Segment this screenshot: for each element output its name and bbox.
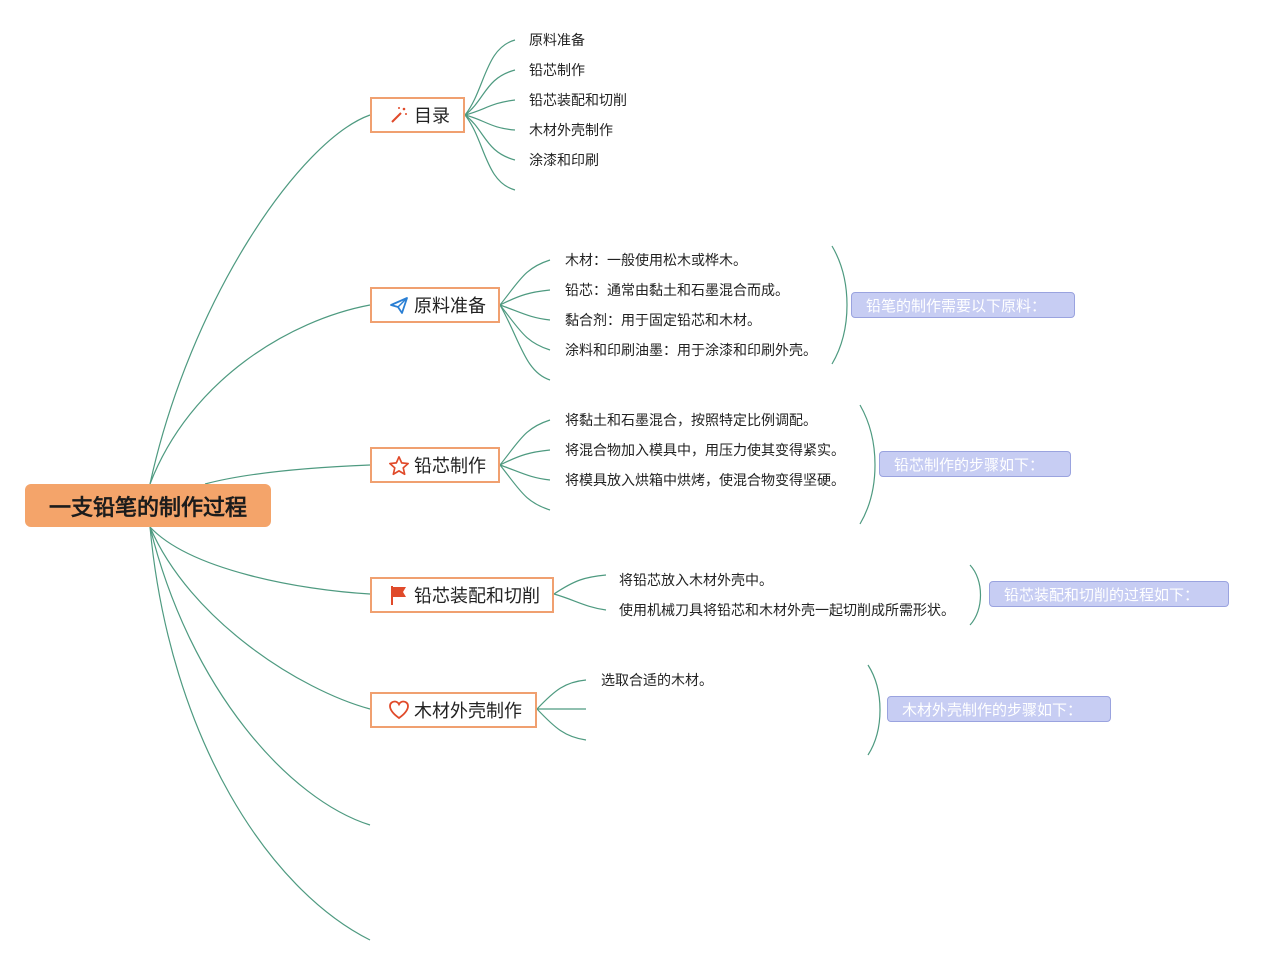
edge-mat-1 [499,259,551,306]
materials-summary[interactable]: 铅笔的制作需要以下原料： [851,292,1075,318]
assembly-item-1[interactable]: 将铅芯放入木材外壳中。 [619,573,773,589]
edge-mat-4 [499,304,551,351]
edge-root-toc [149,114,371,485]
edge-root-assembly [149,526,371,595]
toc-item-4[interactable]: 木材外壳制作 [529,123,613,139]
toc-item-3[interactable]: 铅芯装配和切削 [529,93,627,109]
edge-toc-4 [464,114,516,131]
brace-assembly [969,564,981,626]
assembly-item-2[interactable]: 使用机械刀具将铅芯和木材外壳一起切削成所需形状。 [619,603,955,619]
branch-core[interactable]: 铅芯制作 [370,447,500,483]
edge-root-materials [149,304,371,485]
casing-summary[interactable]: 木材外壳制作的步骤如下： [887,696,1111,722]
core-item-3[interactable]: 将模具放入烘箱中烘烤，使混合物变得坚硬。 [565,473,845,489]
toc-item-2[interactable]: 铅芯制作 [529,63,585,79]
edge-root-casing [149,526,371,710]
root-topic[interactable]: 一支铅笔的制作过程 [25,484,271,527]
branch-toc[interactable]: 目录 [370,97,465,133]
root-title: 一支铅笔的制作过程 [48,495,247,521]
branch-casing-title: 木材外壳制作 [414,701,522,722]
branch-materials-title: 原料准备 [414,296,486,317]
edge-asm-1 [553,574,607,595]
branch-casing[interactable]: 木材外壳制作 [370,692,537,728]
branch-assembly[interactable]: 铅芯装配和切削 [370,577,554,613]
edge-toc-2 [464,69,516,116]
edge-root-painting [149,526,371,826]
edge-core-4 [499,464,551,511]
branch-core-title: 铅芯制作 [414,456,486,477]
core-summary[interactable]: 铅芯制作的步骤如下： [879,451,1071,477]
star-icon [388,454,410,476]
edge-mat-2 [499,289,551,306]
paper-plane-icon [388,294,410,316]
toc-item-1[interactable]: 原料准备 [529,33,585,49]
core-item-2[interactable]: 将混合物加入模具中，用压力使其变得紧实。 [565,443,845,459]
edge-cas-1 [536,679,587,710]
edge-core-2 [499,449,551,466]
brace-casing [867,664,881,756]
edge-toc-5 [464,114,516,161]
brace-core [859,404,876,525]
edge-core-3 [499,464,551,481]
materials-item-2[interactable]: 铅芯：通常由黏土和石墨混合而成。 [565,283,789,299]
edge-mat-3 [499,304,551,321]
edge-asm-2 [553,593,607,611]
branch-assembly-title: 铅芯装配和切削 [414,586,540,607]
toc-item-5[interactable]: 涂漆和印刷 [529,153,599,169]
assembly-summary[interactable]: 铅芯装配和切削的过程如下： [989,581,1229,607]
materials-item-4[interactable]: 涂料和印刷油墨：用于涂漆和印刷外壳。 [565,343,817,359]
edge-cas-3 [536,708,587,741]
casing-item-1[interactable]: 选取合适的木材。 [601,673,713,689]
flag-icon [388,584,410,606]
edge-root-extra [149,526,371,941]
edge-toc-3 [464,99,516,116]
edge-root-core [204,464,371,485]
brace-materials [831,245,848,365]
edge-toc-6 [464,114,516,191]
edge-toc-1 [464,39,516,116]
branch-toc-title: 目录 [414,106,450,127]
materials-item-3[interactable]: 黏合剂：用于固定铅芯和木材。 [565,313,761,329]
core-item-1[interactable]: 将黏土和石墨混合，按照特定比例调配。 [565,413,817,429]
edge-mat-5 [499,304,551,381]
heart-icon [388,699,410,721]
edge-core-1 [499,419,551,466]
magic-wand-icon [388,104,410,126]
branch-materials[interactable]: 原料准备 [370,287,500,323]
materials-item-1[interactable]: 木材：一般使用松木或桦木。 [565,253,747,269]
